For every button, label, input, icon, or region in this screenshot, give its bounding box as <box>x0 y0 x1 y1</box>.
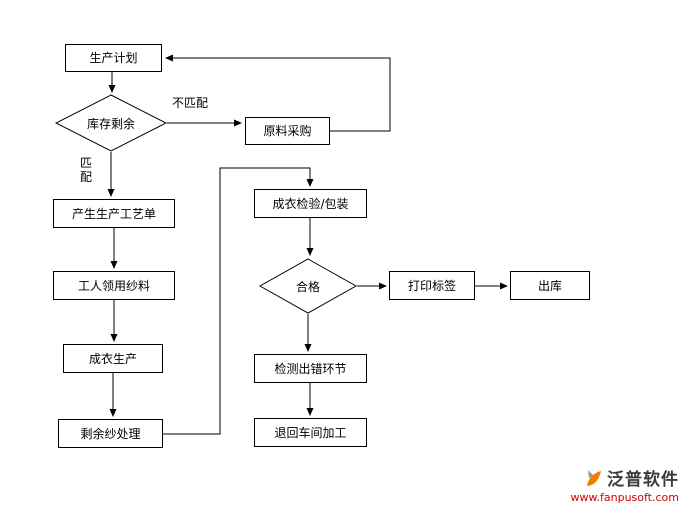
node-qualified-check-label: 合格 <box>295 279 320 294</box>
node-print-label: 打印标签 <box>389 271 475 300</box>
node-inventory-check: 库存剩余 <box>55 94 167 152</box>
node-process-order: 产生生产工艺单 <box>53 199 175 228</box>
edge-label-match: 匹配 <box>78 156 94 184</box>
node-garment-production: 成衣生产 <box>63 344 163 373</box>
node-leftover-yarn: 剩余纱处理 <box>58 419 163 448</box>
node-return-workshop: 退回车间加工 <box>254 418 367 447</box>
node-warehouse-out: 出库 <box>510 271 590 300</box>
edge-label-not-match: 不匹配 <box>172 96 209 110</box>
fanpu-brand-row: 泛普软件 <box>571 465 679 490</box>
node-raw-material-purchase: 原料采购 <box>245 117 330 145</box>
fanpu-company-name: 泛普软件 <box>607 470 679 490</box>
node-worker-yarn: 工人领用纱料 <box>53 271 175 300</box>
fanpu-branding: 泛普软件 www.fanpusoft.com <box>571 465 679 504</box>
diamond-shape <box>55 94 167 152</box>
node-qualified-check: 合格 <box>259 258 357 314</box>
fanpu-logo-icon <box>587 469 601 486</box>
node-inspection-packaging: 成衣检验/包装 <box>254 189 367 218</box>
node-inventory-check-label: 库存剩余 <box>86 116 135 131</box>
diamond-shape <box>259 258 357 314</box>
node-error-detection: 检测出错环节 <box>254 354 367 383</box>
fanpu-website-link: www.fanpusoft.com <box>570 491 679 504</box>
node-production-plan: 生产计划 <box>65 44 162 72</box>
